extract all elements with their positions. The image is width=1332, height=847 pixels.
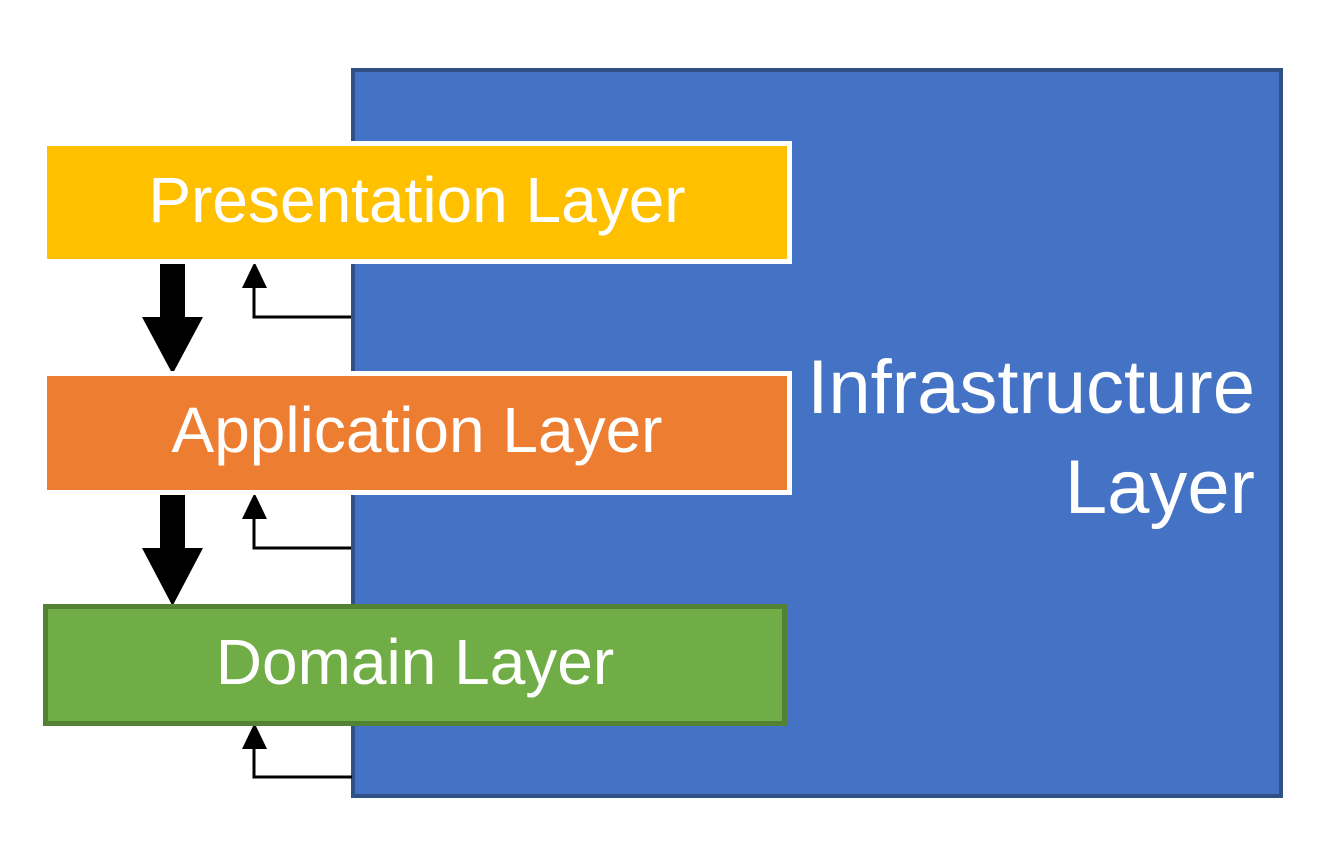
thin-elbow-line-infrastructure-to-application [252, 516, 351, 550]
infrastructure-layer-label: Infrastructure Layer [807, 345, 1255, 530]
application-layer-box: Application Layer [42, 371, 792, 495]
domain-layer-box: Domain Layer [43, 604, 787, 726]
thin-elbow-line-infrastructure-to-domain [252, 747, 352, 779]
thin-arrowhead-up-presentation [242, 262, 267, 288]
thick-down-arrow-application-to-domain [142, 492, 203, 606]
thin-elbow-line-infrastructure-to-presentation [252, 285, 351, 319]
presentation-layer-label: Presentation Layer [148, 163, 686, 236]
presentation-layer-box: Presentation Layer [42, 141, 792, 264]
thin-arrowhead-up-application [242, 493, 267, 519]
thin-arrowhead-up-domain [242, 723, 267, 749]
application-layer-label: Application Layer [171, 394, 663, 466]
thick-down-arrow-presentation-to-application [142, 262, 203, 374]
domain-layer-label: Domain Layer [215, 626, 615, 698]
